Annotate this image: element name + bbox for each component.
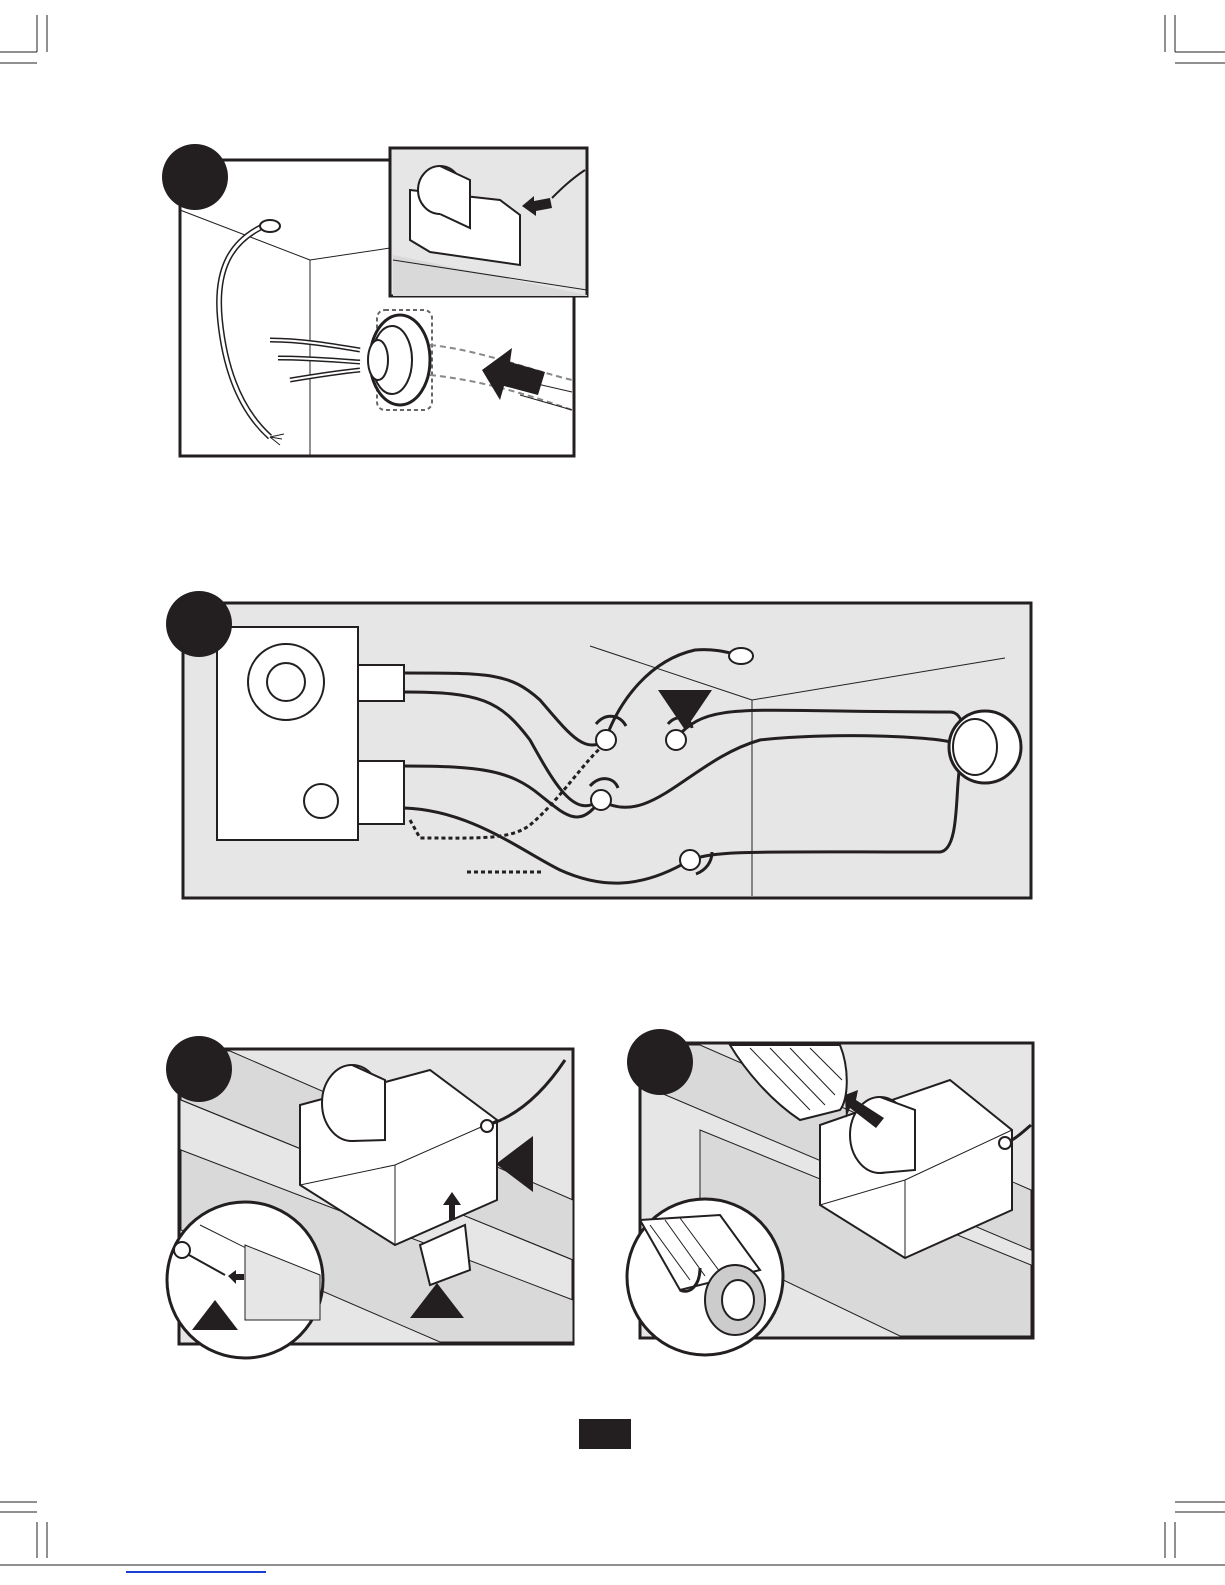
step-badge-b <box>166 591 232 657</box>
figure-a-wiring-junction <box>162 144 587 456</box>
figure-d-attach-duct <box>627 1029 1033 1355</box>
page-number-badge <box>579 1419 631 1449</box>
figure-c-mount-housing <box>166 1036 573 1358</box>
step-badge-d <box>627 1029 693 1095</box>
detail-tape-inset <box>627 1199 783 1355</box>
step-badge-c <box>166 1036 232 1102</box>
footer-link-underline[interactable] <box>126 1571 266 1573</box>
step-badge-a <box>162 144 228 210</box>
cable-clamp-icon <box>729 648 753 664</box>
detail-screw-inset <box>167 1202 323 1358</box>
inset-fan-housing <box>390 148 587 296</box>
figure-b-wiring-diagram <box>166 591 1031 898</box>
knockout-ring-icon <box>949 711 1021 783</box>
